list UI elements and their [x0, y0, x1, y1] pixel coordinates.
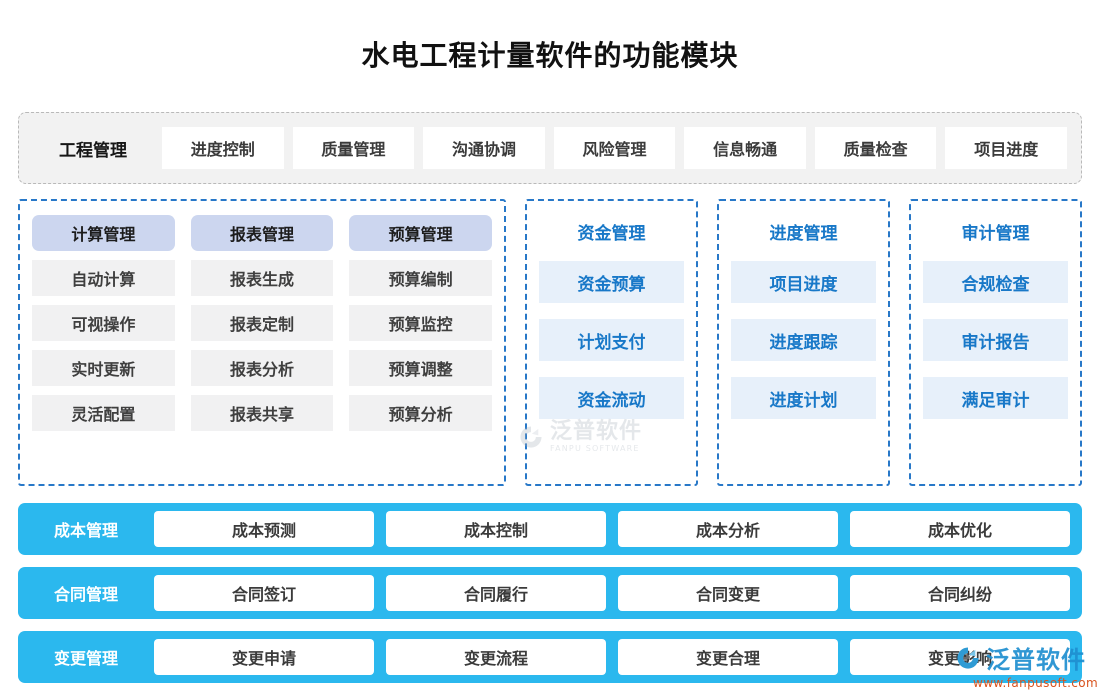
panel-items-audit: 合规检查 审计报告 满足审计 — [923, 261, 1068, 419]
bar-chip-cost-1[interactable]: 成本预测 — [154, 511, 374, 547]
item-budget-1[interactable]: 预算编制 — [349, 260, 493, 296]
bar-contract-management: 合同管理 合同签订 合同履行 合同变更 合同纠纷 — [18, 567, 1082, 619]
top-bar-heading: 工程管理 — [59, 140, 127, 161]
bottom-bars-group: 成本管理 成本预测 成本控制 成本分析 成本优化 合同管理 合同签订 合同履行 … — [18, 503, 1082, 683]
panel-head-audit: 审计管理 — [961, 223, 1030, 244]
top-chip-7[interactable]: 项目进度 — [945, 127, 1068, 169]
top-chip-6[interactable]: 质量检查 — [814, 127, 937, 169]
panel-calculation-report-budget: 计算管理 自动计算 可视操作 实时更新 灵活配置 报表管理 报表生成 报表定制 … — [18, 199, 506, 486]
top-chip-5[interactable]: 信息畅通 — [684, 127, 806, 169]
bar-chip-change-1[interactable]: 变更申请 — [154, 639, 374, 675]
panel-fund-management: 资金管理 资金预算 计划支付 资金流动 — [525, 199, 698, 486]
column-head-budget[interactable]: 预算管理 — [349, 215, 493, 251]
bar-head-contract: 合同管理 — [53, 585, 118, 604]
page-title: 水电工程计量软件的功能模块 — [361, 39, 739, 72]
column-head-calculation[interactable]: 计算管理 — [32, 215, 175, 251]
column-report-management: 报表管理 报表生成 报表定制 报表分析 报表共享 — [190, 215, 334, 472]
middle-panels-row: 计算管理 自动计算 可视操作 实时更新 灵活配置 报表管理 报表生成 报表定制 … — [18, 199, 1082, 486]
item-progress-2[interactable]: 进度跟踪 — [731, 319, 876, 361]
bar-chip-contract-2[interactable]: 合同履行 — [386, 575, 606, 611]
bar-chip-contract-4[interactable]: 合同纠纷 — [850, 575, 1070, 611]
bar-chip-cost-4[interactable]: 成本优化 — [850, 511, 1070, 547]
column-calculation-management: 计算管理 自动计算 可视操作 实时更新 灵活配置 — [32, 215, 175, 472]
bar-chip-contract-1[interactable]: 合同签订 — [154, 575, 374, 611]
item-fund-2[interactable]: 计划支付 — [539, 319, 684, 361]
panel-head-fund: 资金管理 — [577, 223, 646, 244]
bar-chip-change-3[interactable]: 变更合理 — [618, 639, 838, 675]
bar-chip-contract-3[interactable]: 合同变更 — [618, 575, 838, 611]
item-fund-3[interactable]: 资金流动 — [539, 377, 684, 419]
item-fund-1[interactable]: 资金预算 — [539, 261, 684, 303]
bar-chip-cost-2[interactable]: 成本控制 — [386, 511, 606, 547]
item-budget-4[interactable]: 预算分析 — [349, 395, 493, 431]
panel-head-progress: 进度管理 — [769, 223, 838, 244]
item-audit-3[interactable]: 满足审计 — [923, 377, 1068, 419]
bar-chip-change-2[interactable]: 变更流程 — [386, 639, 606, 675]
item-calculation-4[interactable]: 灵活配置 — [32, 395, 175, 431]
top-engineering-management-bar: 工程管理 进度控制 质量管理 沟通协调 风险管理 信息畅通 质量检查 项目进度 — [18, 112, 1082, 184]
top-chip-4[interactable]: 风险管理 — [553, 127, 676, 169]
item-progress-1[interactable]: 项目进度 — [731, 261, 876, 303]
panel-progress-management: 进度管理 项目进度 进度跟踪 进度计划 — [717, 199, 890, 486]
item-audit-2[interactable]: 审计报告 — [923, 319, 1068, 361]
item-budget-3[interactable]: 预算调整 — [349, 350, 493, 386]
bar-chip-cost-3[interactable]: 成本分析 — [618, 511, 838, 547]
top-chip-3[interactable]: 沟通协调 — [423, 127, 545, 169]
item-report-1[interactable]: 报表生成 — [190, 260, 334, 296]
bar-change-management: 变更管理 变更申请 变更流程 变更合理 变更影响 — [18, 631, 1082, 683]
bar-cost-management: 成本管理 成本预测 成本控制 成本分析 成本优化 — [18, 503, 1082, 555]
item-report-2[interactable]: 报表定制 — [190, 305, 334, 341]
column-budget-management: 预算管理 预算编制 预算监控 预算调整 预算分析 — [349, 215, 493, 472]
item-audit-1[interactable]: 合规检查 — [923, 261, 1068, 303]
bar-chip-change-4[interactable]: 变更影响 — [850, 639, 1070, 675]
item-calculation-1[interactable]: 自动计算 — [32, 260, 175, 296]
item-budget-2[interactable]: 预算监控 — [349, 305, 493, 341]
panel-audit-management: 审计管理 合规检查 审计报告 满足审计 — [909, 199, 1082, 486]
panel-items-fund: 资金预算 计划支付 资金流动 — [539, 261, 684, 419]
column-head-report[interactable]: 报表管理 — [190, 215, 334, 251]
item-calculation-3[interactable]: 实时更新 — [32, 350, 175, 386]
bar-head-change: 变更管理 — [53, 649, 118, 668]
item-calculation-2[interactable]: 可视操作 — [32, 305, 175, 341]
bar-head-cost: 成本管理 — [53, 521, 118, 540]
item-progress-3[interactable]: 进度计划 — [731, 377, 876, 419]
item-report-4[interactable]: 报表共享 — [190, 395, 334, 431]
item-report-3[interactable]: 报表分析 — [190, 350, 334, 386]
top-chip-1[interactable]: 进度控制 — [162, 127, 284, 169]
panel-items-progress: 项目进度 进度跟踪 进度计划 — [731, 261, 876, 419]
top-chip-2[interactable]: 质量管理 — [292, 127, 415, 169]
